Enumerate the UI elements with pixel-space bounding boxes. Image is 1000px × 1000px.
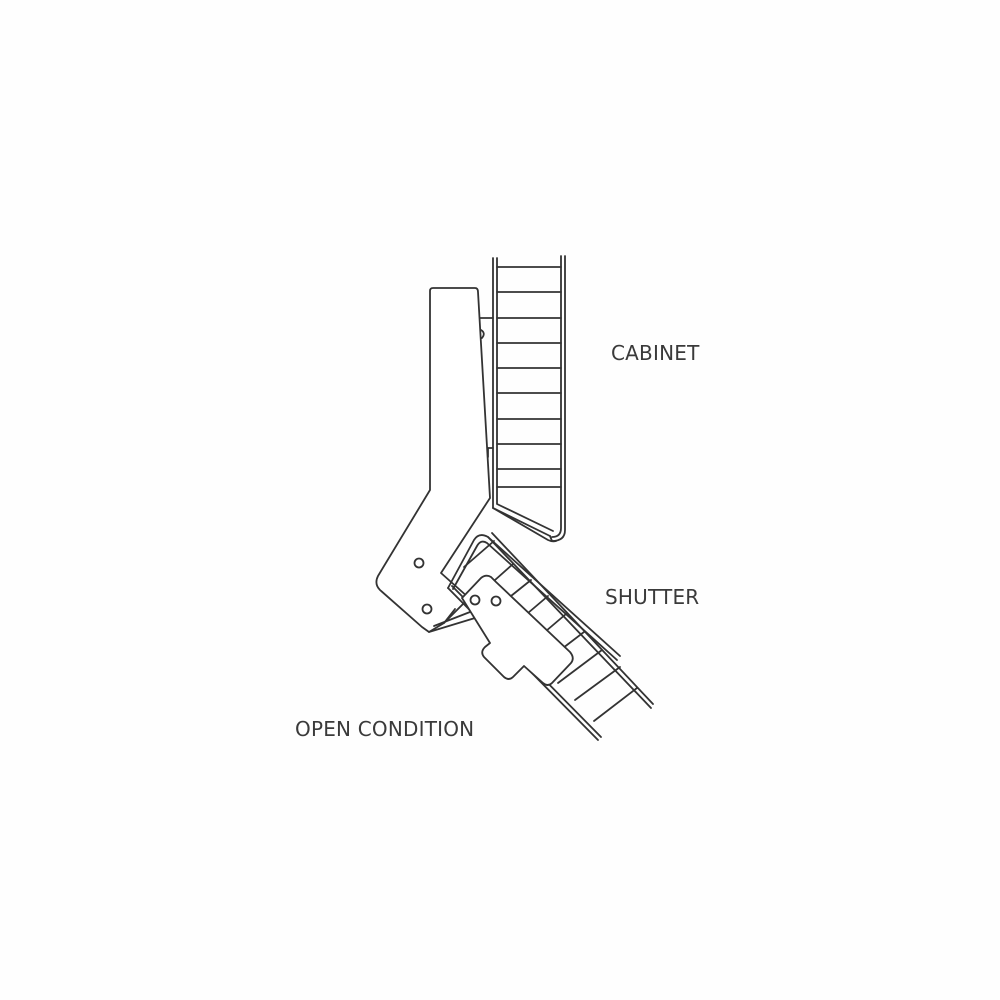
cabinet-rungs <box>496 266 562 488</box>
hinge-cup-hole-2 <box>490 595 502 607</box>
shutter-label: SHUTTER <box>605 585 700 609</box>
hinge-arm-hole-1 <box>413 557 425 569</box>
hinge-arm <box>375 287 494 633</box>
cabinet-panel <box>492 255 566 543</box>
hinge-cup-hole-1 <box>469 594 481 606</box>
hinge-arm-hole-2 <box>421 603 433 615</box>
open-condition-label: OPEN CONDITION <box>295 717 475 741</box>
shutter-rungs <box>463 540 638 722</box>
hinge-cup <box>461 574 574 686</box>
cabinet-label: CABINET <box>611 341 700 365</box>
